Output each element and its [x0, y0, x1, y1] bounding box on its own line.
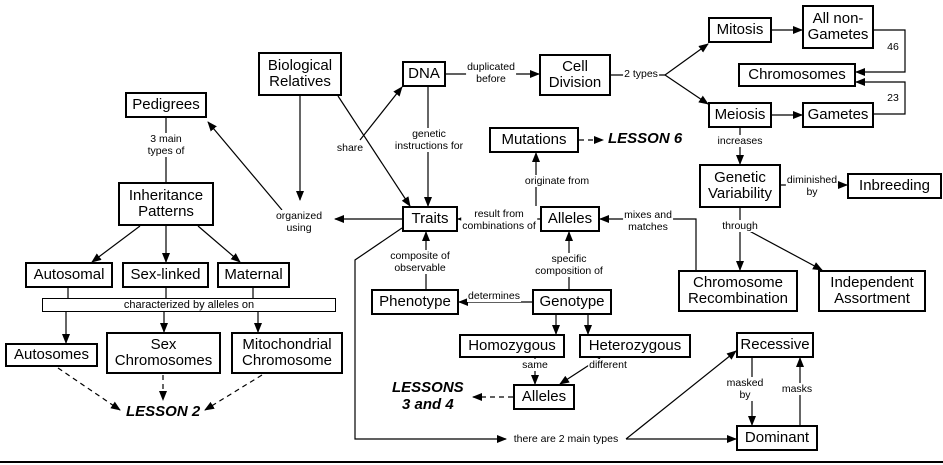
concept-traits: Traits	[402, 206, 458, 232]
edge-variability-assortment	[739, 225, 823, 271]
link-label-originate-from: originate from	[523, 175, 591, 187]
edge-mito-lesson2	[204, 374, 263, 411]
concept-genotype: Genotype	[532, 289, 612, 315]
concept-biological-relatives: Biological Relatives	[258, 52, 342, 96]
concept-inheritance-patterns: Inheritance Patterns	[118, 182, 214, 226]
concept-alleles-bottom: Alleles	[513, 384, 575, 410]
edge-inheritance-maternal	[197, 225, 241, 263]
link-label-through: through	[721, 220, 759, 232]
link-label-46: 46	[886, 41, 900, 53]
concept-mitochondrial-chromosome: Mitochondrial Chromosome	[231, 332, 343, 374]
link-label-two-types: 2 types	[623, 68, 659, 80]
link-label-increases: increases	[716, 135, 764, 147]
link-label-diminished-by: diminished by	[785, 174, 839, 198]
concept-dna: DNA	[402, 61, 446, 87]
concept-chromosome-recombination: Chromosome Recombination	[678, 270, 798, 312]
link-label-masks: masks	[780, 383, 814, 395]
concept-autosomal: Autosomal	[25, 262, 113, 288]
characterized-bar: characterized by alleles on	[42, 298, 336, 312]
link-label-three-main-types: 3 main types of	[146, 133, 186, 157]
lesson-2-label: LESSON 2	[126, 403, 201, 420]
link-label-share: share	[335, 142, 365, 154]
concept-all-non-gametes: All non- Gametes	[802, 5, 874, 49]
concept-phenotype: Phenotype	[371, 289, 459, 315]
edge-inheritance-autosomal	[91, 225, 141, 263]
edge-gametes-chromosomes	[855, 78, 906, 115]
concept-sex-linked: Sex-linked	[122, 262, 209, 288]
concept-homozygous: Homozygous	[459, 334, 565, 358]
link-label-different: different	[588, 359, 628, 371]
concept-cell-division: Cell Division	[539, 54, 611, 96]
edge-relatives-traits	[337, 95, 411, 207]
link-label-duplicated-before: duplicated before	[466, 61, 516, 85]
concept-pedigrees: Pedigrees	[125, 92, 207, 118]
edge-share-dna	[359, 86, 403, 141]
concept-mutations: Mutations	[489, 127, 579, 153]
link-label-determines: determines	[467, 290, 521, 302]
edge-types-recessive	[625, 350, 737, 440]
concept-alleles-top: Alleles	[540, 206, 600, 232]
link-label-result-from: result from combinations of	[461, 208, 537, 232]
concept-maternal: Maternal	[217, 262, 290, 288]
bottom-rule	[0, 461, 943, 463]
concept-meiosis: Meiosis	[708, 102, 772, 128]
lessons-3-and-4-label: LESSONS 3 and 4	[392, 379, 464, 413]
edge-nongametes-chromosomes	[855, 29, 906, 76]
link-label-two-main-types: there are 2 main types	[512, 433, 620, 445]
link-label-23: 23	[886, 92, 900, 104]
concept-mitosis: Mitosis	[708, 17, 772, 43]
concept-independent-assortment: Independent Assortment	[818, 270, 926, 312]
concept-gametes: Gametes	[802, 102, 874, 128]
link-label-mixes-and-matches: mixes and matches	[623, 209, 673, 233]
concept-chromosomes: Chromosomes	[738, 63, 856, 87]
lesson-6-label: LESSON 6	[608, 130, 683, 147]
link-label-genetic-instructions: genetic instructions for	[393, 128, 465, 152]
concept-recessive: Recessive	[736, 332, 814, 358]
link-label-specific-composition: specific composition of	[534, 253, 604, 277]
edge-traits-types	[354, 227, 507, 443]
concept-autosomes: Autosomes	[5, 343, 98, 367]
link-label-composite-of: composite of observable	[389, 250, 451, 274]
link-label-masked-by: masked by	[725, 377, 765, 401]
edge-organized-pedigrees	[207, 121, 283, 211]
edge-autosomes-lesson2	[57, 367, 121, 411]
edge-types-meiosis	[664, 74, 709, 105]
concept-heterozygous: Heterozygous	[579, 334, 691, 358]
concept-inbreeding: Inbreeding	[847, 173, 942, 199]
edge-types-mitosis	[664, 43, 709, 76]
concept-sex-chromosomes: Sex Chromosomes	[106, 332, 221, 374]
concept-dominant: Dominant	[736, 425, 818, 451]
link-label-same: same	[521, 359, 549, 371]
concept-genetic-variability: Genetic Variability	[699, 164, 781, 208]
link-label-organized-using: organized using	[274, 210, 324, 234]
